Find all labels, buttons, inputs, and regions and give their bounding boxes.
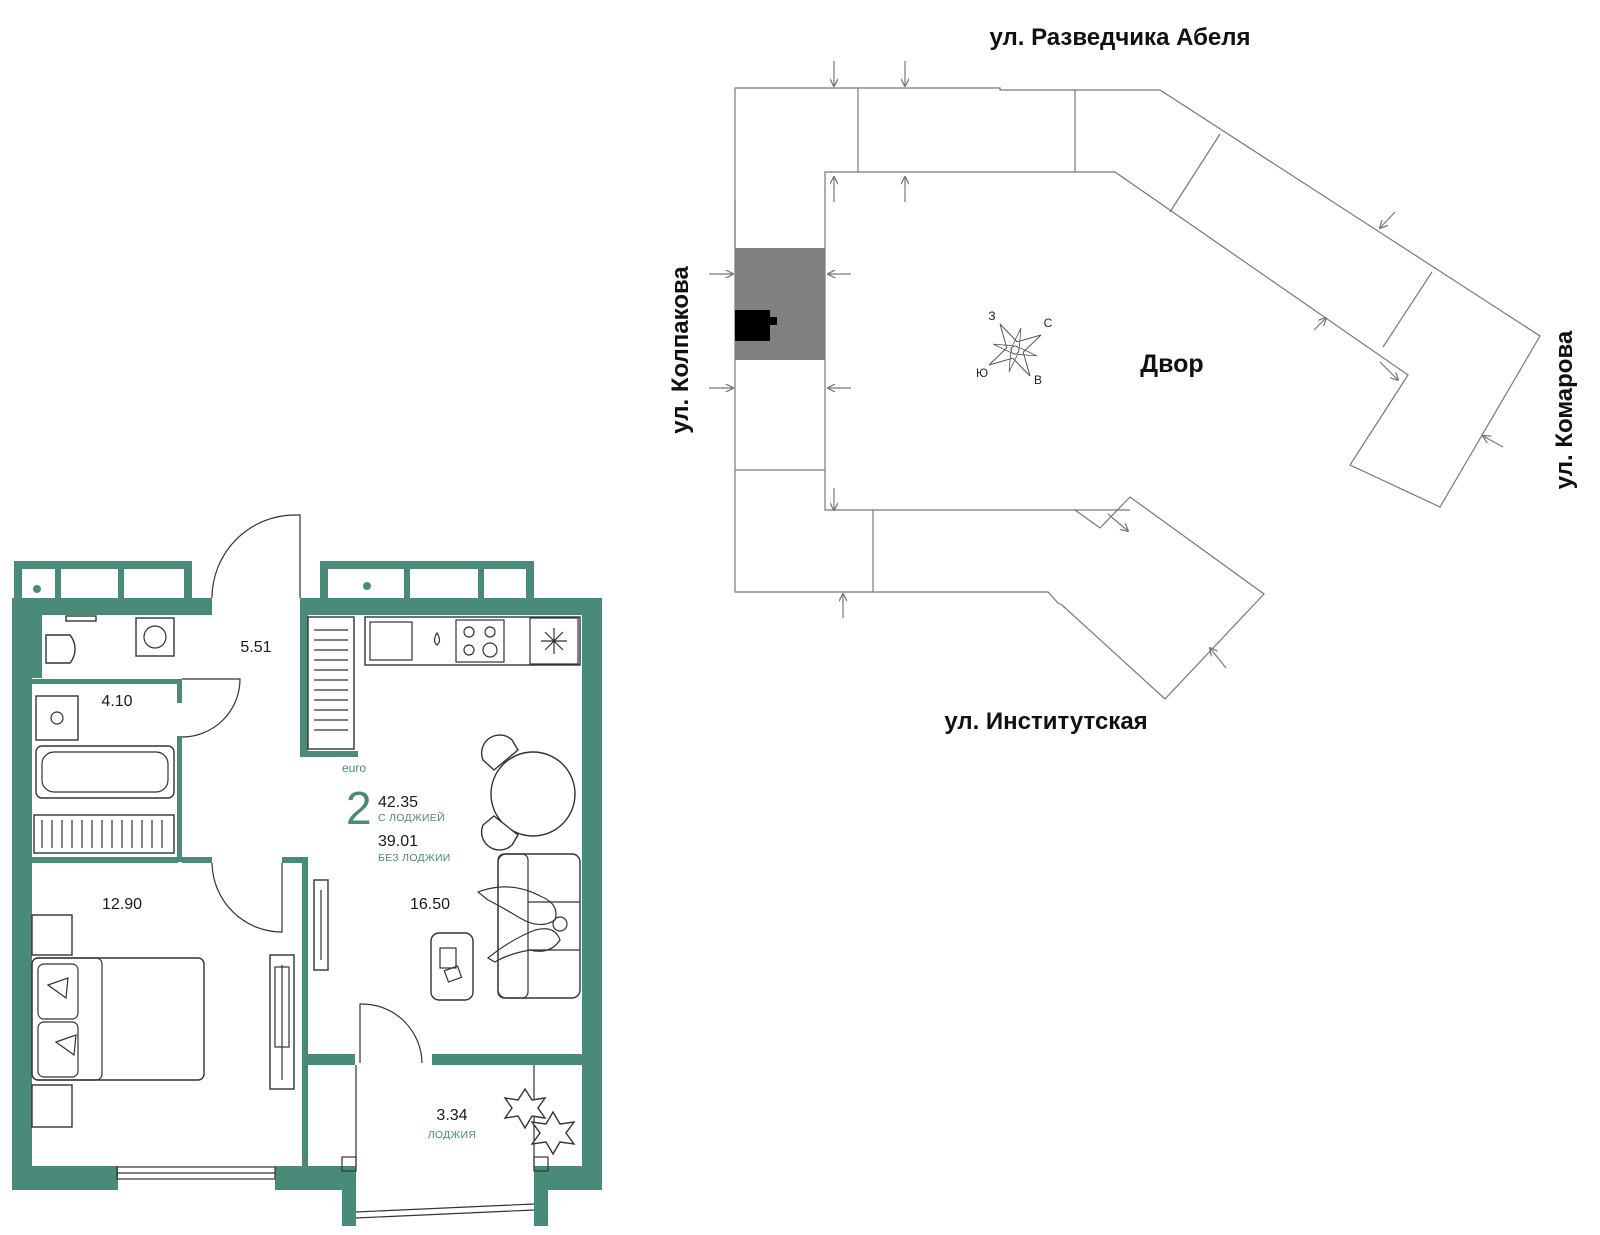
dining-table-icon [480, 734, 576, 851]
yard-label: Двор [1140, 350, 1203, 378]
kitchen-sink-icon [369, 621, 413, 661]
walls [12, 561, 602, 1226]
plant-icon [530, 1110, 576, 1156]
water-drop-icon [433, 631, 441, 646]
compass-east-label: В [1034, 373, 1042, 387]
room-count: 2 [346, 782, 372, 834]
hall-wardrobe-icon [307, 616, 355, 750]
loggia-caption: ЛОДЖИЯ [428, 1129, 477, 1141]
compass-west-label: З [988, 309, 995, 323]
area-label-living: 16.50 [410, 896, 450, 913]
compass-north-label: С [1044, 316, 1053, 330]
apartment-summary: euro 2 42.35 С ЛОДЖИЕЙ 39.01 БЕЗ ЛОДЖИИ [342, 761, 451, 864]
sink-icon [35, 695, 79, 741]
coffee-table-icon [430, 932, 474, 1001]
street-label-north: ул. Разведчика Абеля [989, 24, 1250, 51]
total-area-value: 42.35 [378, 794, 418, 811]
total-area-caption: С ЛОДЖИЕЙ [378, 811, 445, 824]
bedroom-furniture [31, 914, 295, 1128]
street-label-east: ул. Комарова [1551, 330, 1578, 489]
loggia-plants [503, 1087, 576, 1156]
bathroom-fixtures [33, 615, 175, 854]
kitchen-counter [364, 616, 581, 666]
apartment-location-marker [735, 310, 777, 341]
site-plan: ул. Разведчика Абеля ул. Колпакова ул. К… [667, 24, 1578, 735]
tv-stand-icon [313, 879, 329, 971]
apartment-type-label: euro [342, 761, 366, 775]
area-label-loggia: 3.34 [436, 1107, 467, 1124]
area-label-bathroom: 4.10 [101, 693, 132, 710]
sofa-icon [476, 853, 581, 999]
highlighted-section [735, 248, 825, 360]
building-outline [734, 87, 1541, 700]
nightstand-icon [31, 1084, 73, 1128]
doors [181, 514, 423, 1064]
window-glazing [116, 1065, 549, 1219]
bathtub-icon [35, 745, 175, 799]
floor-plan: 5.51 4.10 12.90 16.50 3.34 ЛОДЖИЯ euro 2… [12, 514, 602, 1226]
area-without-loggia-value: 39.01 [378, 833, 418, 850]
entrance-dot-icon [363, 582, 371, 590]
compass-south-label: Ю [976, 366, 988, 380]
entrance-arrows [709, 61, 1504, 669]
stove-icon [455, 619, 505, 663]
plant-icon [503, 1087, 547, 1130]
toilet-icon [45, 634, 76, 664]
radiator-icon [33, 814, 175, 854]
compass-rose-icon: С В Ю З [976, 309, 1053, 387]
area-label-bedroom: 12.90 [102, 896, 142, 913]
entrance-dot-icon [33, 585, 41, 593]
street-label-south: ул. Институтская [944, 708, 1147, 735]
nightstand-icon [31, 914, 73, 956]
area-without-loggia-caption: БЕЗ ЛОДЖИИ [378, 852, 451, 864]
area-label-hall: 5.51 [240, 639, 271, 656]
fridge-icon [529, 617, 579, 665]
washing-machine-icon [135, 617, 175, 657]
street-label-west: ул. Колпакова [667, 266, 694, 434]
